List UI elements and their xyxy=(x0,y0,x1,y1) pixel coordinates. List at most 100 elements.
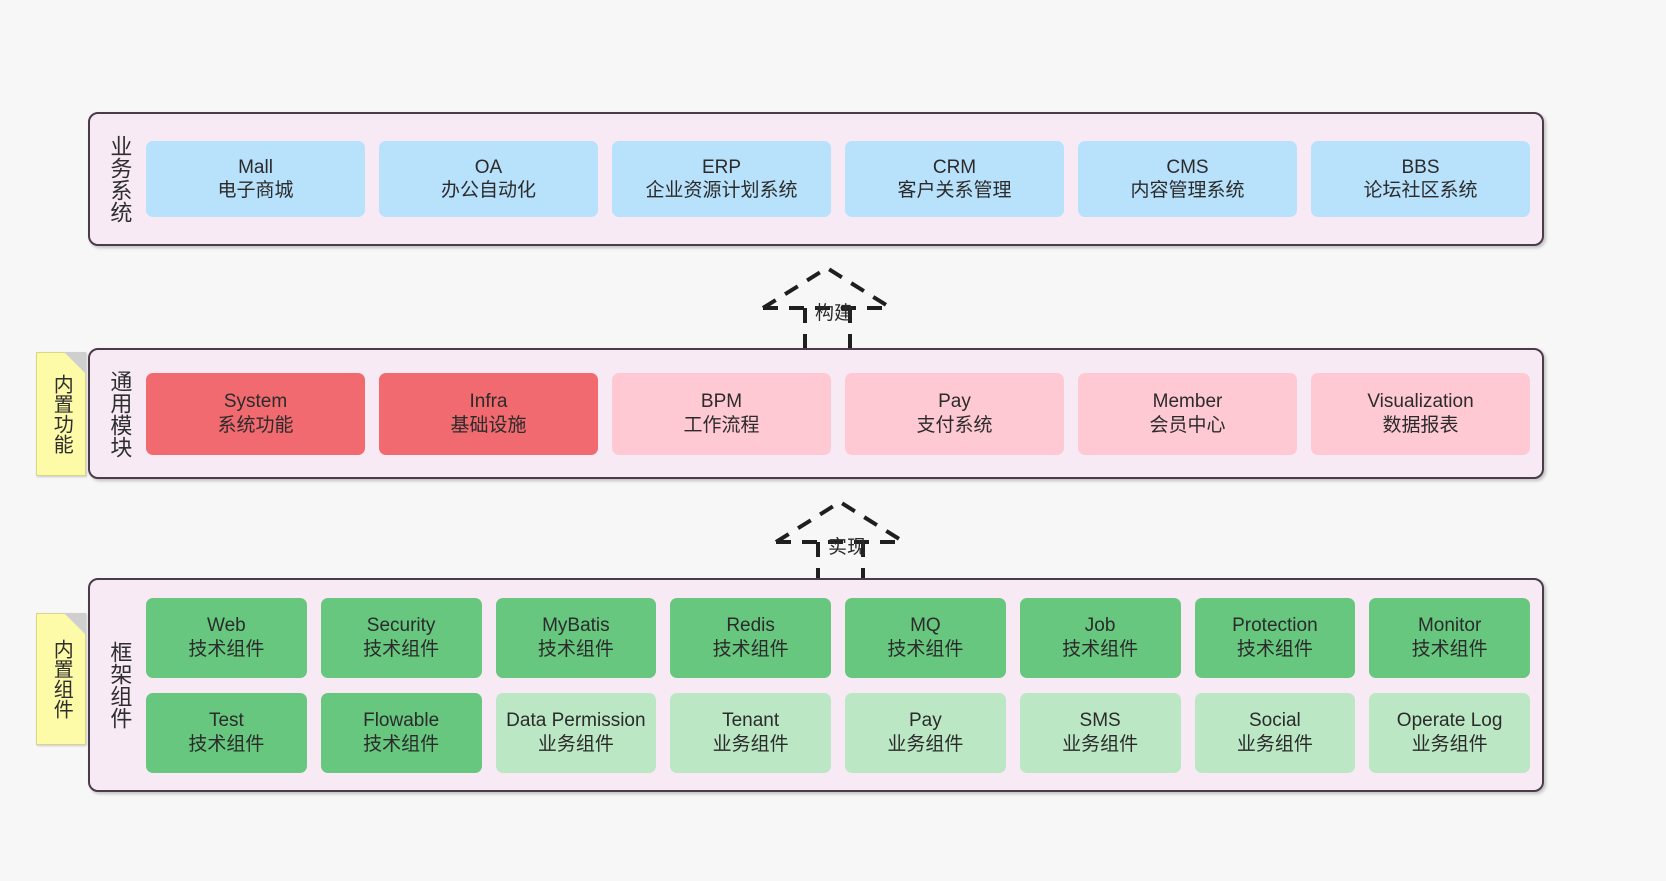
card-title: ERP xyxy=(701,156,742,178)
card-subtitle: 技术组件 xyxy=(712,638,789,660)
card-title: Operate Log xyxy=(1396,710,1503,732)
card-mybatis[interactable]: MyBatis 技术组件 xyxy=(495,597,657,678)
card-subtitle: 技术组件 xyxy=(537,638,614,660)
card-web[interactable]: Web 技术组件 xyxy=(146,597,307,678)
card-subtitle: 技术组件 xyxy=(363,733,440,755)
card-title: Redis xyxy=(726,615,775,637)
card-title: Monitor xyxy=(1417,615,1482,637)
card-title: Social xyxy=(1249,710,1301,732)
card-sms[interactable]: SMS 业务组件 xyxy=(1019,692,1181,773)
card-subtitle: 系统功能 xyxy=(217,414,294,436)
card-pay-business[interactable]: Pay 业务组件 xyxy=(845,692,1006,773)
card-title: Pay xyxy=(938,391,971,413)
card-subtitle: 数据报表 xyxy=(1382,414,1459,436)
card-title: Security xyxy=(366,615,436,637)
card-title: Tenant xyxy=(722,710,780,732)
card-subtitle: 技术组件 xyxy=(188,733,265,755)
card-title: Protection xyxy=(1232,615,1318,637)
card-erp[interactable]: ERP 企业资源计划系统 xyxy=(612,141,831,217)
card-subtitle: 技术组件 xyxy=(188,638,265,660)
note-builtin-component: 内置组件 xyxy=(36,613,86,745)
business-system-row: Mall 电子商城 OA 办公自动化 ERP 企业资源计划系统 CRM 客户关系… xyxy=(146,141,1530,217)
card-subtitle: 工作流程 xyxy=(683,414,760,436)
card-operate-log[interactable]: Operate Log 业务组件 xyxy=(1369,692,1530,773)
card-subtitle: 业务组件 xyxy=(1236,733,1313,755)
card-pay[interactable]: Pay 支付系统 xyxy=(845,372,1064,455)
card-subtitle: 企业资源计划系统 xyxy=(645,180,798,201)
card-title: Test xyxy=(208,710,244,732)
band-common-modules: 通用模块 System 系统功能 Infra 基础设施 BPM 工作流程 Pay… xyxy=(88,348,1544,479)
band-business-system: 业务系统 Mall 电子商城 OA 办公自动化 ERP 企业资源计划系统 CRM… xyxy=(88,112,1544,246)
card-tenant[interactable]: Tenant 业务组件 xyxy=(670,692,831,773)
note-builtin-function-text: 内置功能 xyxy=(50,374,73,454)
arrowhead-open-triangle-dashed xyxy=(774,499,906,544)
card-title: MyBatis xyxy=(542,615,610,637)
card-title: Web xyxy=(207,615,246,637)
card-security[interactable]: Security 技术组件 xyxy=(320,597,482,678)
card-subtitle: 业务组件 xyxy=(1062,733,1139,755)
card-title: MQ xyxy=(910,615,941,637)
band-body-framework-components: Web 技术组件 Security 技术组件 MyBatis 技术组件 Redi… xyxy=(136,590,1530,780)
card-title: Flowable xyxy=(363,710,440,732)
framework-tech-row: Web 技术组件 Security 技术组件 MyBatis 技术组件 Redi… xyxy=(146,597,1530,678)
arrow-implement: 实现 xyxy=(768,492,958,587)
card-data-permission[interactable]: Data Permission 业务组件 xyxy=(495,692,657,773)
common-modules-row: System 系统功能 Infra 基础设施 BPM 工作流程 Pay 支付系统… xyxy=(146,372,1530,455)
band-framework-components: 框架组件 Web 技术组件 Security 技术组件 MyBatis 技术组件… xyxy=(88,578,1544,792)
card-mall[interactable]: Mall 电子商城 xyxy=(146,141,365,217)
card-member[interactable]: Member 会员中心 xyxy=(1078,372,1297,455)
card-protection[interactable]: Protection 技术组件 xyxy=(1194,597,1356,678)
card-test[interactable]: Test 技术组件 xyxy=(146,692,307,773)
card-subtitle: 技术组件 xyxy=(1411,638,1488,660)
card-redis[interactable]: Redis 技术组件 xyxy=(670,597,831,678)
arrow-build-label: 构建 xyxy=(815,303,854,324)
card-title: BBS xyxy=(1401,156,1440,178)
framework-business-row: Test 技术组件 Flowable 技术组件 Data Permission … xyxy=(146,692,1530,773)
card-subtitle: 技术组件 xyxy=(887,638,964,660)
card-subtitle: 技术组件 xyxy=(1236,638,1313,660)
card-subtitle: 支付系统 xyxy=(916,414,993,436)
card-subtitle: 业务组件 xyxy=(887,733,964,755)
card-title: SMS xyxy=(1079,710,1121,732)
card-title: Member xyxy=(1152,391,1223,413)
card-subtitle: 基础设施 xyxy=(450,414,527,436)
card-system[interactable]: System 系统功能 xyxy=(146,372,365,455)
band-body-common-modules: System 系统功能 Infra 基础设施 BPM 工作流程 Pay 支付系统… xyxy=(136,360,1530,467)
card-title: Pay xyxy=(909,710,942,732)
card-subtitle: 业务组件 xyxy=(712,733,789,755)
card-social[interactable]: Social 业务组件 xyxy=(1194,692,1356,773)
card-oa[interactable]: OA 办公自动化 xyxy=(379,141,598,217)
card-title: Infra xyxy=(469,391,508,413)
card-title: System xyxy=(223,391,288,413)
card-subtitle: 业务组件 xyxy=(537,733,614,755)
card-title: BPM xyxy=(700,391,743,413)
card-title: Job xyxy=(1084,615,1116,637)
card-infra[interactable]: Infra 基础设施 xyxy=(379,372,598,455)
card-title: Visualization xyxy=(1367,391,1474,413)
band-body-business-system: Mall 电子商城 OA 办公自动化 ERP 企业资源计划系统 CRM 客户关系… xyxy=(136,124,1530,234)
note-builtin-component-text: 内置组件 xyxy=(50,639,73,719)
band-label-business-system: 业务系统 xyxy=(107,135,133,223)
card-subtitle: 办公自动化 xyxy=(440,180,536,201)
card-subtitle: 技术组件 xyxy=(363,638,440,660)
card-flowable[interactable]: Flowable 技术组件 xyxy=(320,692,482,773)
note-builtin-function: 内置功能 xyxy=(36,352,86,476)
card-bpm[interactable]: BPM 工作流程 xyxy=(612,372,831,455)
card-subtitle: 技术组件 xyxy=(1062,638,1139,660)
card-subtitle: 业务组件 xyxy=(1411,733,1488,755)
card-monitor[interactable]: Monitor 技术组件 xyxy=(1369,597,1530,678)
card-title: CRM xyxy=(932,156,977,178)
arrow-build: 构建 xyxy=(755,258,945,353)
card-visualization[interactable]: Visualization 数据报表 xyxy=(1311,372,1530,455)
card-job[interactable]: Job 技术组件 xyxy=(1019,597,1181,678)
arrow-implement-label: 实现 xyxy=(828,537,867,558)
band-label-common-modules: 通用模块 xyxy=(107,369,133,458)
card-bbs[interactable]: BBS 论坛社区系统 xyxy=(1311,141,1530,217)
card-mq[interactable]: MQ 技术组件 xyxy=(845,597,1006,678)
card-subtitle: 论坛社区系统 xyxy=(1363,180,1478,201)
card-cms[interactable]: CMS 内容管理系统 xyxy=(1078,141,1297,217)
card-title: CMS xyxy=(1166,156,1209,178)
card-crm[interactable]: CRM 客户关系管理 xyxy=(845,141,1064,217)
band-label-framework-components: 框架组件 xyxy=(107,641,133,729)
card-subtitle: 客户关系管理 xyxy=(897,180,1012,201)
